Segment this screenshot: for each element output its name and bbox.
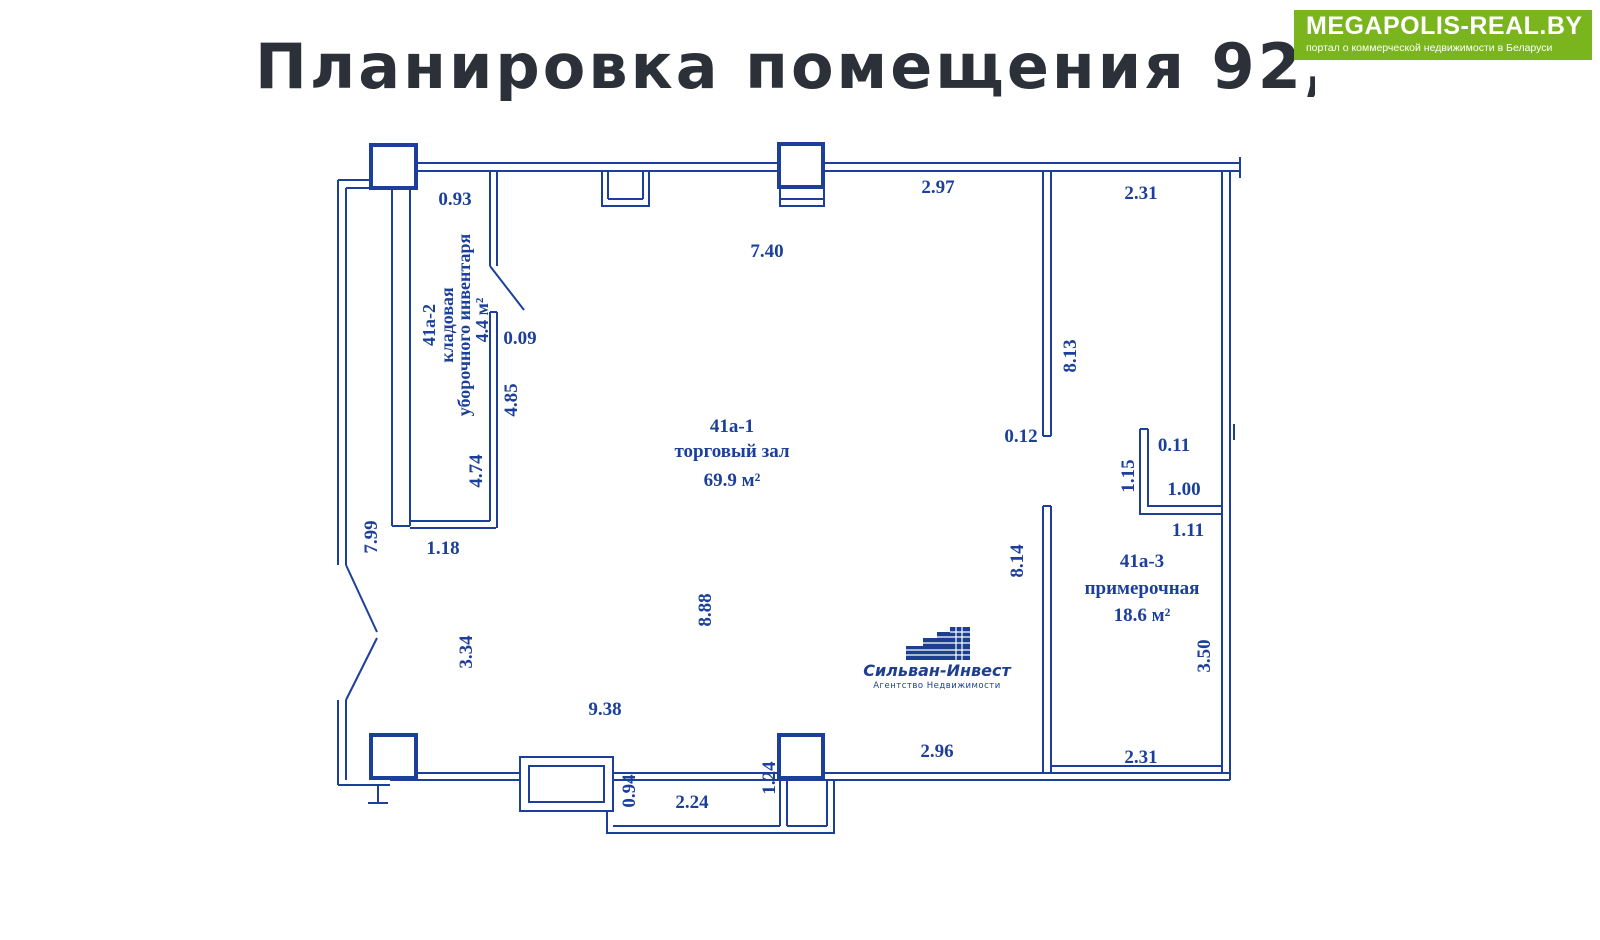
- site-name: MEGAPOLIS-REAL.BY: [1306, 12, 1583, 40]
- dim-label: 2.96: [920, 741, 953, 762]
- room-code: 41а-2: [419, 304, 439, 346]
- room-code: 41а-1: [710, 416, 754, 437]
- page-title: Планировка помещения 92,9 м²: [255, 30, 1315, 103]
- dim-label: 0.93: [438, 189, 471, 210]
- buildings-icon: [906, 627, 970, 660]
- dim-label: 2.97: [921, 177, 955, 198]
- logo-name: Сильван-Инвест: [863, 661, 1012, 680]
- site-tagline: портал о коммерческой недвижимости в Бел…: [1306, 42, 1553, 54]
- dim-label: 2.24: [675, 792, 709, 813]
- room-name: примерочная: [1085, 578, 1200, 599]
- dim-label: 3.34: [456, 635, 477, 669]
- site-badge[interactable]: MEGAPOLIS-REAL.BY портал о коммерческой …: [1294, 10, 1592, 60]
- dim-label: 0.09: [503, 328, 536, 349]
- dim-label: 8.14: [1007, 544, 1028, 578]
- room-area: 69.9 м²: [704, 470, 761, 491]
- room-area: 4.4 м²: [472, 298, 492, 343]
- company-logo: Сильван-Инвест Агентство Недвижимости: [863, 627, 1013, 691]
- dim-label: 8.88: [695, 593, 716, 626]
- room-name-2: уборочного инвентаря: [454, 234, 474, 417]
- dim-label: 3.50: [1194, 639, 1215, 672]
- room-fitting-label: 41а-3 примерочная 18.6 м²: [1085, 551, 1200, 626]
- dim-label: 7.99: [361, 520, 382, 553]
- dim-label: 9.38: [588, 699, 621, 720]
- columns: [369, 142, 825, 780]
- room-storage-label: 41а-2 кладовая уборочного инвентаря 4.4 …: [419, 234, 492, 417]
- room-main-label: 41а-1 торговый зал 69.9 м²: [674, 416, 789, 491]
- dim-label: 1.15: [1118, 459, 1139, 492]
- dim-label: 1.00: [1167, 479, 1200, 500]
- dim-label: 1.11: [1172, 520, 1204, 541]
- dim-label: 0.12: [1004, 426, 1037, 447]
- dim-label: 1.18: [426, 538, 459, 559]
- room-name: кладовая: [437, 287, 457, 363]
- dim-label: 2.31: [1124, 183, 1157, 204]
- dim-label: 0.94: [619, 774, 640, 808]
- dim-label: 2.31: [1124, 747, 1157, 768]
- room-name: торговый зал: [674, 441, 789, 462]
- dim-label: 7.40: [750, 241, 783, 262]
- dim-label: 4.85: [501, 383, 522, 416]
- dim-label: 4.74: [466, 454, 487, 488]
- room-code: 41а-3: [1120, 551, 1164, 572]
- dim-label: 8.13: [1060, 339, 1081, 372]
- dim-label: 1.24: [759, 761, 780, 795]
- dim-label: 0.11: [1158, 435, 1190, 456]
- room-area: 18.6 м²: [1114, 605, 1171, 626]
- dimensions: 0.93 7.40 2.97 2.31 0.09 0.12 0.11 1.00 …: [361, 177, 1215, 813]
- logo-subtitle: Агентство Недвижимости: [873, 681, 1001, 691]
